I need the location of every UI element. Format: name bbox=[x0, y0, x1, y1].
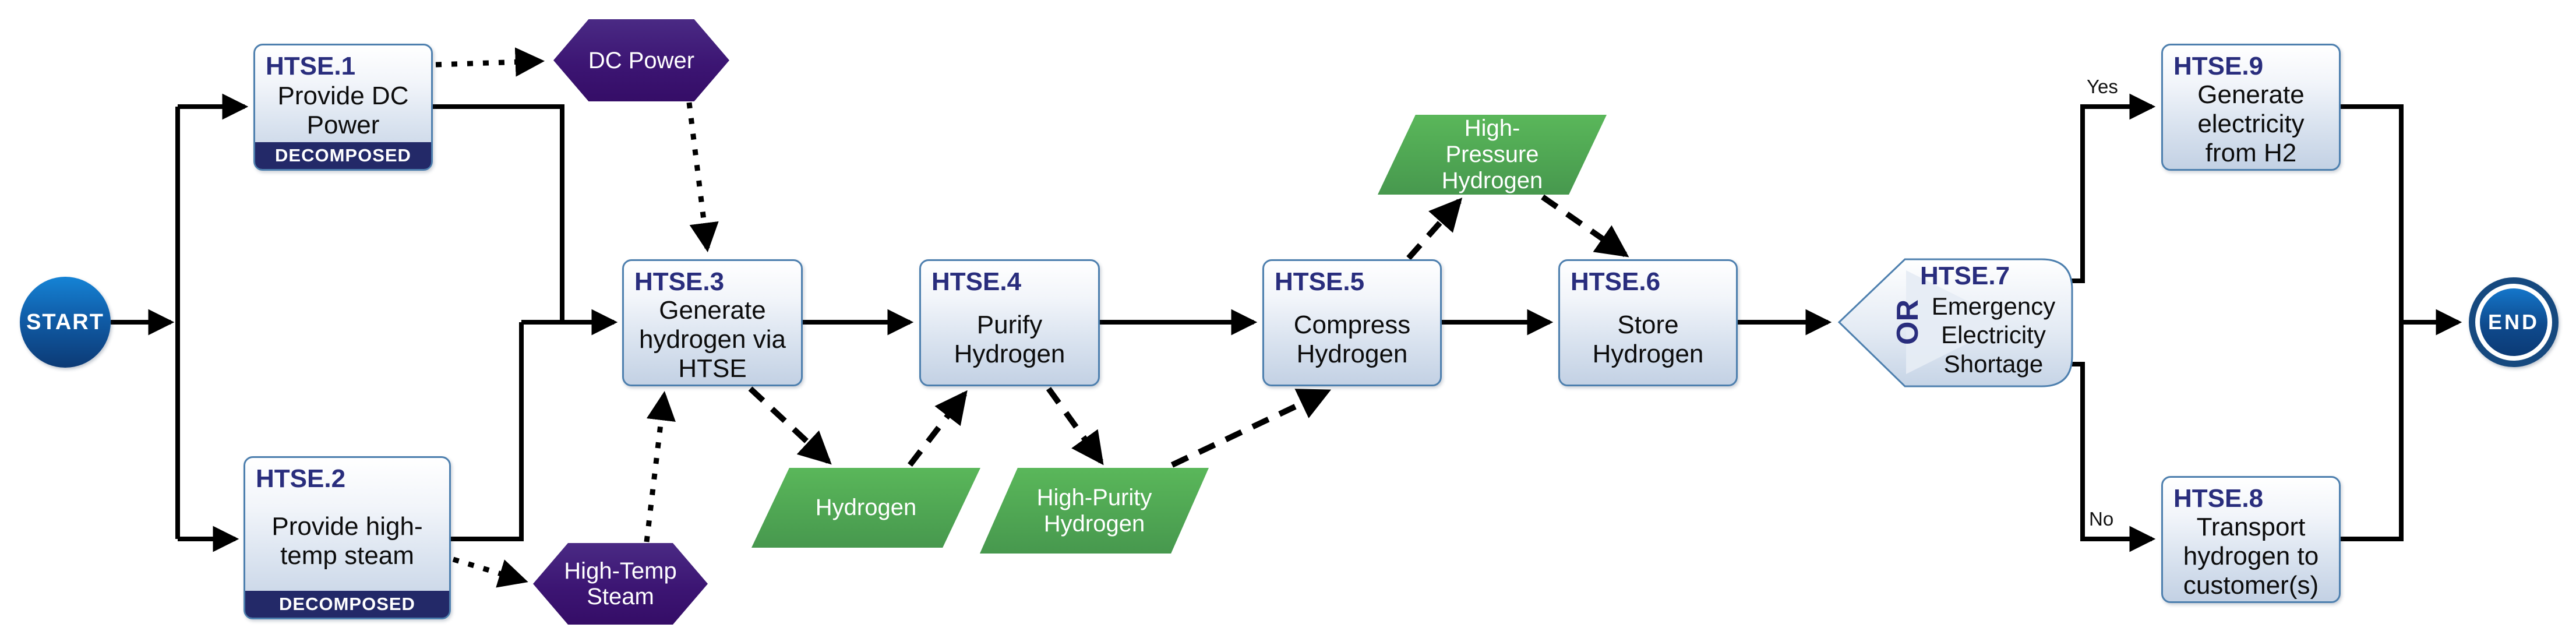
node-htse1-label: Provide DC Power bbox=[277, 82, 409, 139]
dotted-steam-htse3 bbox=[644, 390, 676, 542]
flow-yes-branch bbox=[2072, 93, 2156, 283]
flow-htse2-out bbox=[451, 322, 524, 541]
node-htse1-decomposed-badge[interactable]: DECOMPOSED bbox=[255, 142, 431, 169]
end-node[interactable]: END bbox=[2469, 277, 2559, 367]
dotted-htse1-dcpower bbox=[435, 47, 545, 77]
node-htse7-shape[interactable] bbox=[1837, 258, 2073, 387]
node-htse8[interactable]: HTSE.8 Transport hydrogen to customer(s) bbox=[2161, 476, 2341, 603]
dashed-htse3-hydrogen bbox=[748, 386, 832, 465]
end-inner-circle: END bbox=[2480, 288, 2547, 356]
dashed-hydrogen-htse4 bbox=[908, 390, 968, 467]
node-htse3-label: Generate hydrogen via HTSE bbox=[639, 296, 786, 383]
resource-dc-power-label: DC Power bbox=[588, 47, 695, 73]
dotted-dcpower-htse3 bbox=[686, 102, 719, 253]
start-node[interactable]: START bbox=[20, 277, 111, 368]
node-htse9-label: Generate electricity from H2 bbox=[2197, 80, 2305, 167]
node-htse5-id: HTSE.5 bbox=[1275, 267, 1365, 296]
dashed-highpurity-htse5 bbox=[1170, 389, 1332, 468]
node-htse9[interactable]: HTSE.9 Generate electricity from H2 bbox=[2161, 44, 2341, 171]
node-htse4-id: HTSE.4 bbox=[931, 267, 1022, 296]
node-htse2[interactable]: HTSE.2 Provide high-temp steam DECOMPOSE… bbox=[244, 456, 451, 619]
resource-high-temp-steam[interactable]: High-Temp Steam bbox=[533, 543, 708, 625]
start-label: START bbox=[26, 309, 104, 334]
or-operator-label: OR bbox=[1891, 299, 1925, 345]
node-htse3[interactable]: HTSE.3 Generate hydrogen via HTSE bbox=[622, 259, 803, 386]
resource-dc-power[interactable]: DC Power bbox=[553, 19, 729, 101]
node-htse5-label: Compress Hydrogen bbox=[1293, 311, 1411, 368]
edge-label-yes: Yes bbox=[2087, 76, 2118, 97]
resource-high-pressure-hydrogen[interactable]: High-Pressure Hydrogen bbox=[1378, 115, 1607, 195]
node-htse7-id: HTSE.7 bbox=[1920, 262, 2010, 290]
resource-hydrogen-label: Hydrogen bbox=[815, 495, 917, 521]
node-htse2-decomposed-badge[interactable]: DECOMPOSED bbox=[245, 591, 449, 618]
node-htse8-label: Transport hydrogen to customer(s) bbox=[2183, 513, 2319, 600]
node-htse2-label: Provide high-temp steam bbox=[271, 512, 423, 570]
resource-hydrogen[interactable]: Hydrogen bbox=[751, 468, 980, 548]
node-htse1[interactable]: HTSE.1 Provide DC Power DECOMPOSED bbox=[253, 44, 433, 171]
dashed-htse5-highpressure bbox=[1406, 198, 1463, 260]
node-htse7-label: Emergency Electricity Shortage bbox=[1931, 292, 2056, 378]
node-htse9-id: HTSE.9 bbox=[2173, 52, 2264, 80]
flow-htse9-out bbox=[2341, 104, 2404, 322]
node-htse4-label: Purify Hydrogen bbox=[954, 311, 1065, 368]
resource-high-temp-steam-label: High-Temp Steam bbox=[564, 558, 677, 609]
resource-high-pressure-hydrogen-label: High-Pressure Hydrogen bbox=[1441, 115, 1543, 193]
end-label: END bbox=[2487, 310, 2539, 334]
resource-high-purity-hydrogen-label: High-Purity Hydrogen bbox=[1036, 484, 1152, 537]
dashed-highpressure-htse6 bbox=[1541, 194, 1629, 258]
node-htse5[interactable]: HTSE.5 Compress Hydrogen bbox=[1262, 259, 1442, 386]
node-htse3-id: HTSE.3 bbox=[634, 267, 725, 296]
dotted-htse2-steam bbox=[452, 556, 528, 588]
node-htse6[interactable]: HTSE.6 Store Hydrogen bbox=[1558, 259, 1738, 386]
node-htse7-text[interactable]: HTSE.7 Emergency Electricity Shortage bbox=[1920, 263, 2067, 381]
node-htse8-id: HTSE.8 bbox=[2173, 484, 2264, 513]
flow-no-branch bbox=[2072, 362, 2156, 552]
dashed-htse4-highpurity bbox=[1046, 387, 1104, 466]
edge-label-no: No bbox=[2089, 508, 2114, 530]
node-htse4[interactable]: HTSE.4 Purify Hydrogen bbox=[919, 259, 1100, 386]
node-htse2-id: HTSE.2 bbox=[256, 464, 346, 493]
node-htse6-id: HTSE.6 bbox=[1571, 267, 1661, 296]
resource-high-purity-hydrogen[interactable]: High-Purity Hydrogen bbox=[980, 468, 1209, 554]
or-chevron-watermark bbox=[1906, 270, 2010, 374]
node-htse6-label: Store Hydrogen bbox=[1592, 311, 1704, 368]
node-htse1-id: HTSE.1 bbox=[266, 52, 356, 80]
flow-htse8-out bbox=[2341, 322, 2404, 541]
flow-htse1-out bbox=[433, 104, 564, 322]
